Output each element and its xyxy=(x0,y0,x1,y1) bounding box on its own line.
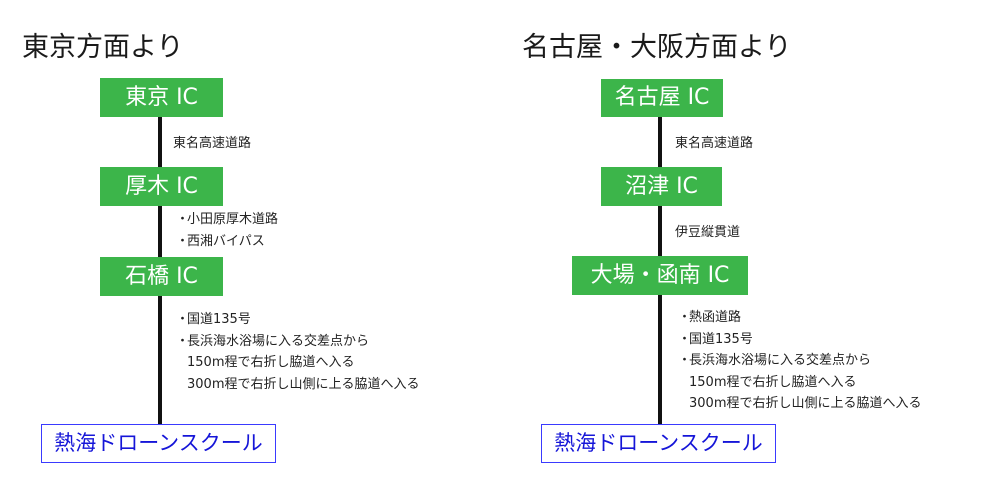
segment-note: ・熱函道路 ・国道135号 ・長浜海水浴場に入る交差点から 150m程で右折し脇… xyxy=(678,307,921,415)
note-text: 伊豆縦貫道 xyxy=(675,225,741,240)
note-text: 国道135号 xyxy=(187,312,251,327)
interchange-box-nagoya: 名古屋 IC xyxy=(601,79,723,117)
note-text: 東名高速道路 xyxy=(173,136,252,151)
note-text: 150m程で右折し脇道へ入る xyxy=(187,355,355,370)
bullet-marker: ・ xyxy=(678,331,692,347)
note-text: 150m程で右折し脇道へ入る xyxy=(689,374,857,390)
route-from-nagoya-osaka: 名古屋・大阪方面より 名古屋 IC 東名高速道路 沼津 IC 伊豆縦貫道 大場・… xyxy=(500,0,1000,500)
destination-box: 熱海ドローンスクール xyxy=(41,424,276,463)
bullet-marker: ・ xyxy=(678,310,692,325)
route-title: 名古屋・大阪方面より xyxy=(522,32,792,63)
interchange-box-atsugi: 厚木 IC xyxy=(100,167,223,206)
segment-note: 東名高速道路 xyxy=(675,133,753,155)
bullet-marker: ・ xyxy=(176,333,190,349)
bullet-marker: ・ xyxy=(678,353,692,368)
segment-note: ・国道135号 ・長浜海水浴場に入る交差点から 150m程で右折し脇道へ入る 3… xyxy=(176,309,419,395)
route-from-tokyo: 東京方面より 東京 IC 東名高速道路 厚木 IC ・小田原厚木道路 ・西湘バイ… xyxy=(22,32,419,463)
note-line: ・熱函道路 xyxy=(678,307,921,329)
bullet-marker: ・ xyxy=(176,312,190,327)
interchange-box-ohba-kannami: 大場・函南 IC xyxy=(572,256,748,295)
note-text: 長浜海水浴場に入る交差点から xyxy=(689,353,872,368)
note-line: ・国道135号 xyxy=(678,329,921,351)
note-line: 東名高速道路 xyxy=(173,133,251,155)
note-line: ・国道135号 xyxy=(176,309,419,331)
note-line: ・長浜海水浴場に入る交差点から xyxy=(678,350,921,372)
destination-box: 熱海ドローンスクール xyxy=(541,424,776,463)
interchange-box-numazu: 沼津 IC xyxy=(601,167,722,206)
bullet-marker: ・ xyxy=(176,233,190,249)
segment-note: 東名高速道路 xyxy=(173,133,251,155)
note-text: 国道135号 xyxy=(689,331,753,347)
note-line: 伊豆縦貫道 xyxy=(675,222,740,244)
note-line: ・小田原厚木道路 xyxy=(176,209,278,231)
note-line: 300m程で右折し山側に上る脇道へ入る xyxy=(176,374,419,396)
note-text: 長浜海水浴場に入る交差点から xyxy=(187,333,370,349)
route-title: 東京方面より xyxy=(22,32,184,63)
note-line: 300m程で右折し山側に上る脇道へ入る xyxy=(678,393,921,415)
note-text: 熱函道路 xyxy=(689,310,742,325)
note-text: 300m程で右折し山側に上る脇道へ入る xyxy=(187,376,420,392)
segment-note: 伊豆縦貫道 xyxy=(675,222,740,244)
segment-note: ・小田原厚木道路 ・西湘バイパス xyxy=(176,209,278,252)
note-text: 小田原厚木道路 xyxy=(187,212,279,227)
note-line: 150m程で右折し脇道へ入る xyxy=(176,352,419,374)
note-line: 東名高速道路 xyxy=(675,133,753,155)
note-text: 300m程で右折し山側に上る脇道へ入る xyxy=(689,396,922,411)
note-text: 西湘バイパス xyxy=(187,233,265,249)
note-line: ・西湘バイパス xyxy=(176,231,278,253)
note-text: 東名高速道路 xyxy=(675,136,754,151)
bullet-marker: ・ xyxy=(176,212,190,227)
interchange-box-tokyo: 東京 IC xyxy=(100,78,223,117)
interchange-box-ishibashi: 石橋 IC xyxy=(100,257,223,296)
note-line: 150m程で右折し脇道へ入る xyxy=(678,372,921,394)
note-line: ・長浜海水浴場に入る交差点から xyxy=(176,331,419,353)
